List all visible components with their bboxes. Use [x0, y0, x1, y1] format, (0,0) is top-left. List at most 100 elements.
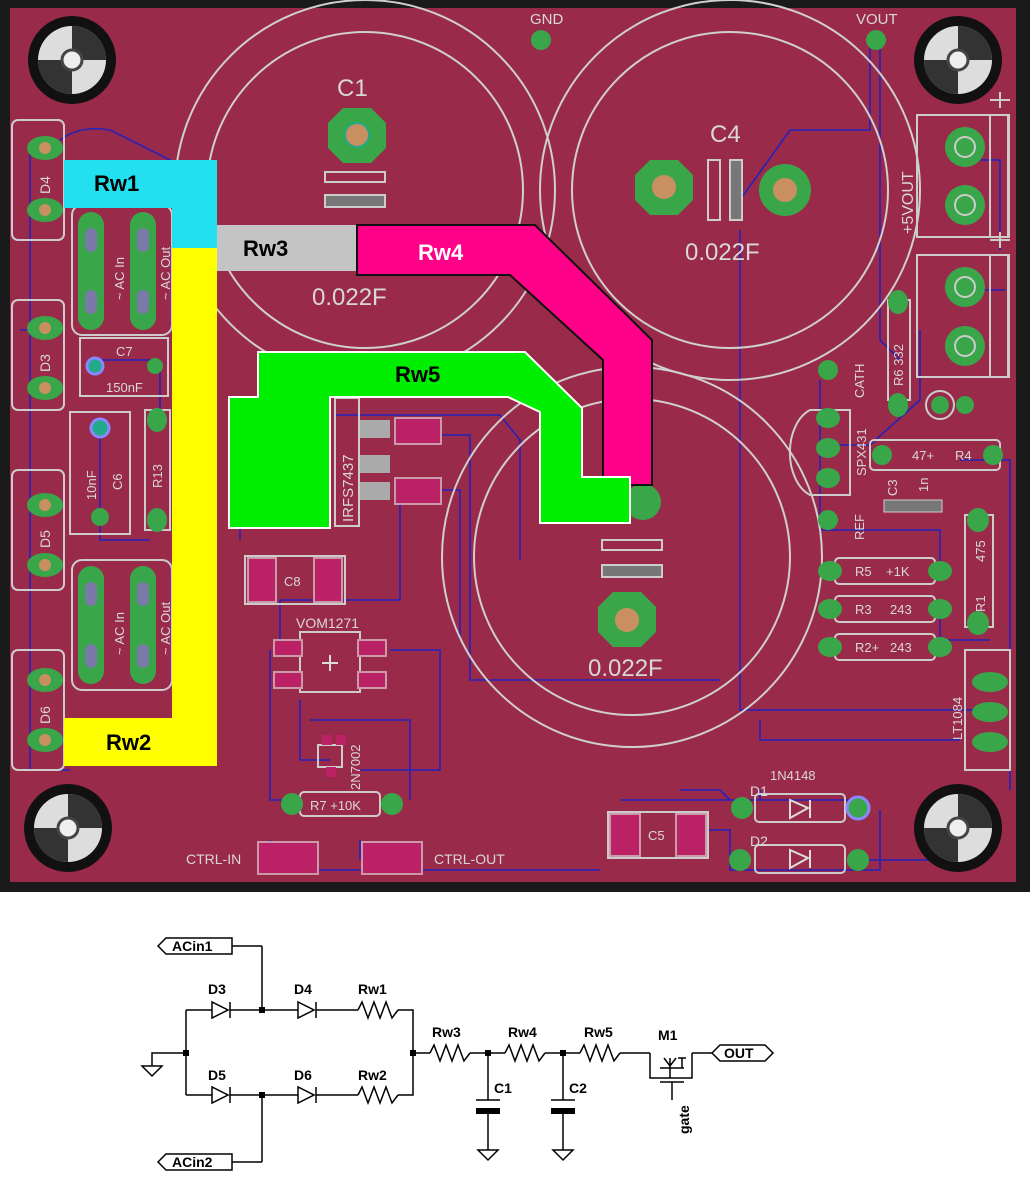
label-c3: C3 [885, 479, 900, 496]
mounting-hole-br [914, 784, 1002, 872]
label-ac-out-2: ~ AC Out [158, 602, 173, 655]
rw3-label: Rw3 [243, 236, 288, 261]
diodes-1n4148 [729, 793, 871, 874]
label-gnd: GND [530, 11, 564, 28]
label-ref: REF [852, 514, 867, 540]
schematic-out-label: OUT [724, 1045, 754, 1061]
rw1-label: Rw1 [94, 171, 139, 196]
label-r5-value: +1K [886, 564, 910, 579]
label-d5: D5 [37, 530, 53, 548]
label-c6: C6 [110, 473, 125, 490]
label-vout: VOUT [856, 11, 898, 28]
label-vom1271: VOM1271 [296, 615, 359, 631]
cap-pads [328, 108, 811, 647]
port-acin1: ACin1 [156, 937, 233, 955]
label-c6-value: 10nF [84, 470, 99, 500]
label-2n7002: 2N7002 [348, 744, 363, 790]
label-r4-value: 47+ [912, 448, 934, 463]
label-lt1084: LT1084 [950, 697, 965, 740]
label-d6: D6 [37, 706, 53, 724]
label-r4: R4 [955, 448, 972, 463]
small-parts-left [69, 337, 171, 535]
label-r2: R2+ [855, 640, 879, 655]
label-ac-in-2: ~ AC In [112, 612, 127, 655]
label-r1-value: 475 [973, 540, 988, 562]
schematic-gate-label: gate [676, 1105, 692, 1134]
label-r3: R3 [855, 602, 872, 617]
label-r1: R1 [973, 595, 988, 612]
capacitor-c4-footprint [539, 0, 921, 381]
schematic: ACin1 ACin2 OUT D3 D4 Rw1 D5 D6 Rw2 Rw3 … [140, 937, 775, 1171]
schematic-rw2-label: Rw2 [358, 1067, 387, 1083]
rw5-label: Rw5 [395, 362, 440, 387]
mounting-hole-bl [24, 784, 112, 872]
schematic-labels: D3 D4 Rw1 D5 D6 Rw2 Rw3 Rw4 Rw5 C1 C2 M1… [208, 981, 692, 1134]
label-d2: D2 [750, 833, 768, 849]
junction-dots [183, 1007, 566, 1098]
label-r13: R13 [150, 464, 165, 488]
schematic-d5-label: D5 [208, 1067, 226, 1083]
label-r2-value: 243 [890, 640, 912, 655]
rw4-label: Rw4 [418, 240, 464, 265]
label-irfs7437: IRFS7437 [340, 454, 357, 522]
ground-icon [140, 1065, 575, 1162]
rw2-label: Rw2 [106, 730, 151, 755]
terminal-blocks [916, 92, 1010, 378]
ctrl-pads [257, 841, 423, 875]
label-c4-value: 0.022F [685, 239, 760, 266]
label-c7: C7 [116, 344, 133, 359]
label-1n4148: 1N4148 [770, 768, 816, 783]
label-d3: D3 [37, 354, 53, 372]
top-vias [531, 30, 886, 50]
label-d4: D4 [37, 176, 53, 194]
label-r6: R6 332 [891, 344, 906, 386]
schematic-rw1-label: Rw1 [358, 981, 387, 997]
schematic-acin2-label: ACin2 [172, 1154, 213, 1170]
optocoupler-vom1271 [273, 631, 387, 693]
schematic-rw5-label: Rw5 [584, 1024, 613, 1040]
schematic-c1-label: C1 [494, 1080, 512, 1096]
label-ac-in-1: ~ AC In [112, 257, 127, 300]
schematic-c2-label: C2 [569, 1080, 587, 1096]
port-acin2: ACin2 [156, 1153, 233, 1171]
label-c1-value: 0.022F [312, 284, 387, 311]
schematic-rw3-label: Rw3 [432, 1024, 461, 1040]
label-c1: C1 [337, 75, 368, 102]
label-ctrl-in: CTRL-IN [186, 851, 241, 867]
rw3-region: Rw3 [217, 225, 357, 271]
label-c8: C8 [284, 574, 301, 589]
label-r5: R5 [855, 564, 872, 579]
label-d1: D1 [750, 783, 768, 799]
label-c4: C4 [710, 121, 741, 148]
mosfet-icon [649, 1053, 693, 1100]
label-spx431: SPX431 [854, 428, 869, 476]
schematic-d4-label: D4 [294, 981, 312, 997]
schematic-m1-label: M1 [658, 1027, 678, 1043]
capacitor-c5 [607, 811, 709, 859]
label-ctrl-out: CTRL-OUT [434, 851, 505, 867]
pcb-board: Rw1 Rw2 Rw3 Rw4 Rw5 GND VOUT C1 C4 0.022… [0, 0, 1030, 892]
label-r3-value: 243 [890, 602, 912, 617]
schematic-rw4-label: Rw4 [508, 1024, 537, 1040]
rw1-region: Rw1 [64, 160, 217, 248]
port-out: OUT [710, 1044, 775, 1062]
mounting-hole-tr [914, 16, 1002, 104]
schematic-wires [151, 945, 712, 1163]
resistor-r7 [281, 791, 403, 817]
capacitor-icon [476, 1099, 575, 1114]
right-side-parts [788, 290, 1011, 771]
capacitor-c8 [244, 555, 346, 605]
rw5-region: Rw5 [228, 351, 631, 529]
label-c7-value: 150nF [106, 380, 143, 395]
label-c5: C5 [648, 828, 665, 843]
rw2-region: Rw2 [64, 248, 217, 766]
mounting-hole-tl [28, 16, 116, 104]
diode-icon [211, 1000, 317, 1105]
schematic-d6-label: D6 [294, 1067, 312, 1083]
label-c3-value: 1n [916, 478, 931, 492]
resistor-icon [357, 999, 621, 1106]
label-ac-out-1: ~ AC Out [158, 247, 173, 300]
label-5vout: +5VOUT [900, 171, 917, 234]
label-r7: R7 +10K [310, 798, 361, 813]
